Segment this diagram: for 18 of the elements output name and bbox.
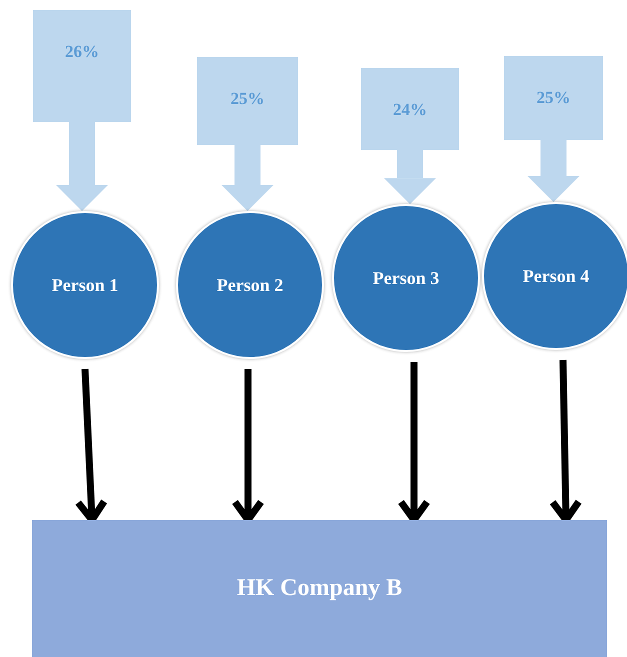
percentage-label: 25% (230, 89, 264, 109)
company-box (32, 520, 607, 657)
callout-box (504, 56, 603, 140)
callout-box (33, 10, 131, 122)
block-arrow (56, 122, 108, 212)
company-label: HK Company B (236, 575, 402, 602)
person-label: Person 3 (372, 268, 440, 288)
person-label: Person 2 (216, 274, 284, 296)
percentage-label: 25% (536, 88, 570, 108)
person-label: Person 4 (522, 266, 590, 286)
callout-box (197, 57, 298, 145)
percentage-label: 26% (65, 42, 99, 62)
block-arrow (528, 140, 580, 202)
block-arrow (384, 150, 436, 204)
callout-box (361, 68, 459, 150)
block-arrow (222, 145, 274, 212)
person-label: Person 1 (52, 274, 118, 296)
percentage-label: 24% (393, 100, 427, 120)
